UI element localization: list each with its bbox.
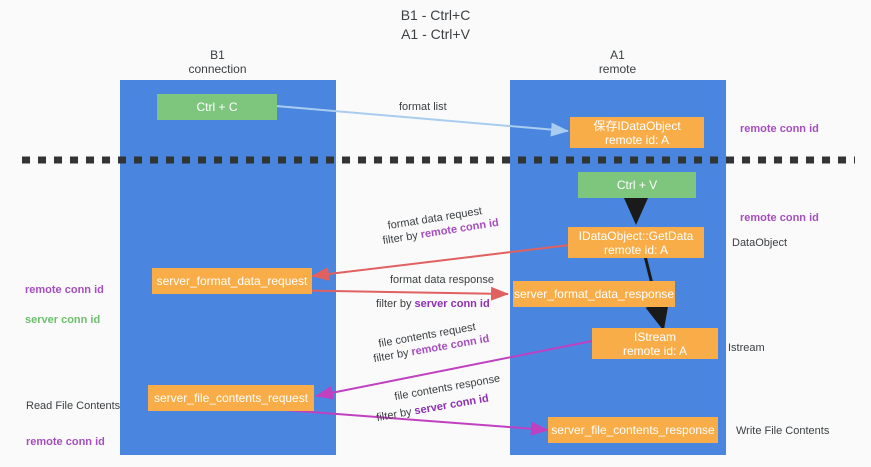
node-server-format-data-request[interactable]: server_format_data_request bbox=[152, 268, 312, 294]
write-file-contents-text: Write File Contents bbox=[736, 425, 830, 437]
node-server-file-contents-request[interactable]: server_file_contents_request bbox=[148, 385, 314, 411]
server-conn-id-text: server conn id bbox=[25, 314, 101, 326]
node-ctrl-v[interactable]: Ctrl + V bbox=[578, 172, 696, 198]
node-save-idataobject[interactable]: 保存IDataObject remote id: A bbox=[570, 117, 704, 148]
filter-prefix: filter by bbox=[375, 405, 416, 425]
node-ctrl-c-label: Ctrl + C bbox=[196, 100, 238, 114]
node-save-idataobject-sub: remote id: A bbox=[604, 132, 670, 147]
side-label-right-mid-remote-conn-id: remote conn id bbox=[740, 211, 819, 226]
side-label-left-mid-conn-ids: remote conn id server conn id bbox=[25, 268, 104, 343]
node-istream-label: IStream bbox=[633, 329, 676, 344]
dataobject-text: DataObject bbox=[732, 237, 788, 249]
node-save-idataobject-label: 保存IDataObject bbox=[593, 118, 681, 133]
side-label-dataobject: DataObject bbox=[732, 236, 787, 251]
remote-conn-id-text: remote conn id bbox=[25, 284, 104, 296]
node-ctrl-v-label: Ctrl + V bbox=[616, 178, 658, 192]
node-server-format-data-request-label: server_format_data_request bbox=[156, 274, 308, 288]
node-ctrl-c[interactable]: Ctrl + C bbox=[157, 94, 277, 120]
istream-text: Istream bbox=[728, 342, 765, 354]
node-server-file-contents-request-label: server_file_contents_request bbox=[153, 391, 309, 405]
edge-label-format-list: format list bbox=[399, 101, 447, 113]
lane-header-b1: B1 connection bbox=[188, 48, 247, 76]
node-idataobject-getdata-label: IDataObject::GetData bbox=[578, 228, 694, 243]
remote-conn-id-text: remote conn id bbox=[740, 123, 819, 135]
remote-conn-id-text: remote conn id bbox=[740, 212, 819, 224]
edge-label-format-data-response: format data response bbox=[390, 274, 494, 286]
diagram-title: B1 - Ctrl+C A1 - Ctrl+V bbox=[400, 7, 471, 42]
node-istream-sub: remote id: A bbox=[622, 343, 688, 358]
node-server-format-data-response[interactable]: server_format_data_response bbox=[513, 281, 675, 307]
filter-prefix: filter by bbox=[376, 298, 415, 310]
node-idataobject-getdata-sub: remote id: A bbox=[603, 242, 669, 257]
side-label-left-bottom-block: Read File Contents remote conn id server… bbox=[26, 384, 120, 467]
side-label-right-top-remote-conn-id: remote conn id bbox=[740, 122, 819, 137]
read-file-contents-text: Read File Contents bbox=[26, 400, 121, 412]
node-server-file-contents-response-label: server_file_contents_response bbox=[551, 423, 715, 437]
filter-key-server-conn-id: server conn id bbox=[414, 298, 490, 310]
node-server-file-contents-response[interactable]: server_file_contents_response bbox=[548, 417, 718, 443]
edge-label-format-data-response-filter: filter by server conn id bbox=[376, 297, 490, 312]
side-label-write-file-contents: Write File Contents bbox=[736, 424, 829, 439]
node-idataobject-getdata[interactable]: IDataObject::GetData remote id: A bbox=[568, 227, 704, 258]
node-istream[interactable]: IStream remote id: A bbox=[592, 328, 718, 359]
node-server-format-data-response-label: server_format_data_response bbox=[513, 287, 675, 301]
side-label-istream: Istream bbox=[728, 341, 765, 356]
lane-header-a1: A1 remote bbox=[598, 48, 637, 76]
remote-conn-id-text: remote conn id bbox=[26, 436, 105, 448]
